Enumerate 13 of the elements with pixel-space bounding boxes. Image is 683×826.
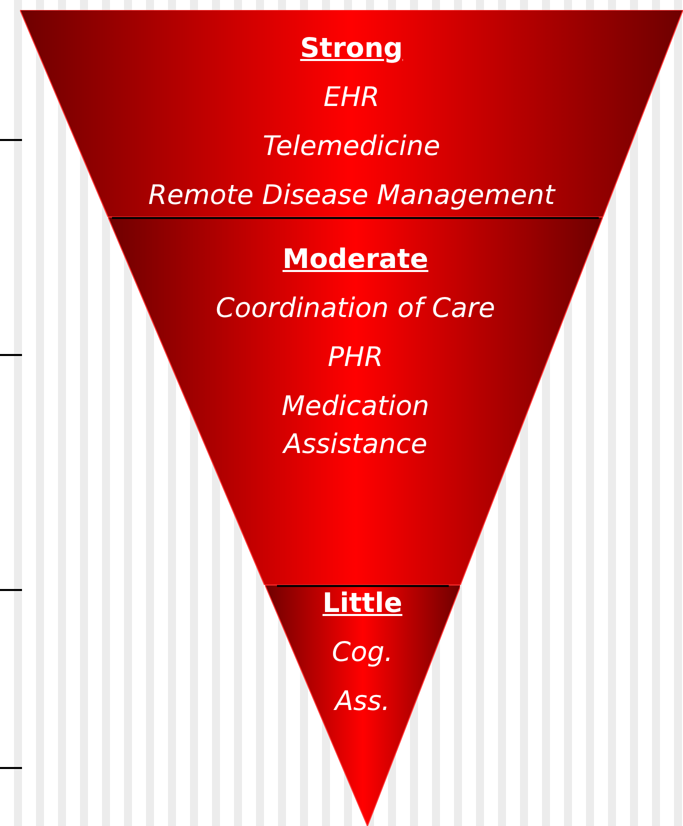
pyramid-band [20,10,683,217]
band-item-text: PHR [326,341,384,375]
band-item-text: Cog. [330,636,394,670]
band-item-text: Medication Assistance [280,390,430,462]
band-item-text: Telemedicine [262,130,442,164]
pyramid-band [264,585,460,826]
band-item-text: Ass. [332,685,392,719]
band-item-text: Coordination of Care [214,292,496,326]
band-heading: Moderate [282,243,430,277]
band-heading: Little [322,587,404,621]
band-item-text: Remote Disease Management [147,179,556,213]
band-item-text: EHR [322,81,381,115]
band-heading: Strong [299,32,404,66]
